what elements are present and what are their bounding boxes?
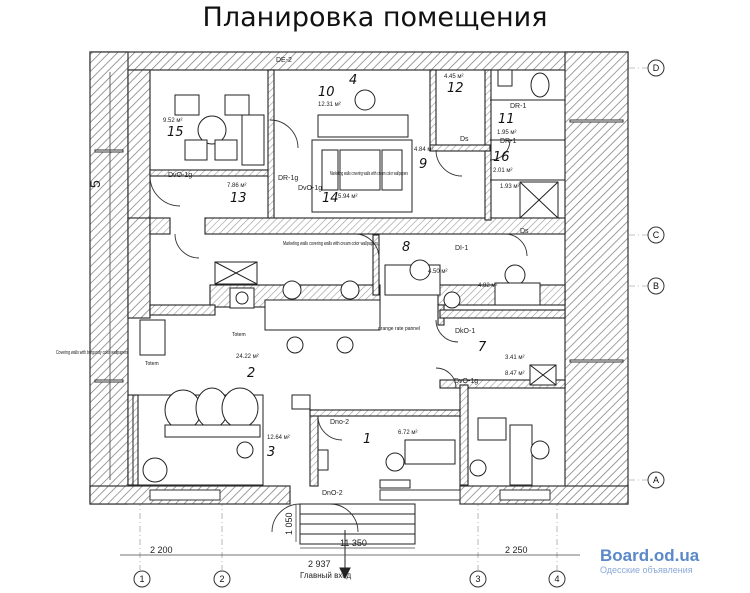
room-9-area: 4.84 м² bbox=[414, 147, 433, 153]
extra-area-2: 4.82 м² bbox=[478, 283, 497, 289]
door-tag: DR-1 bbox=[510, 103, 526, 110]
axis-markers bbox=[133, 59, 665, 588]
room-2-num: 2 bbox=[247, 366, 255, 381]
door-tag: DR-1 bbox=[500, 138, 516, 145]
note-marketing-2: Marketing walls covering walls with crea… bbox=[330, 171, 408, 177]
exterior-walls bbox=[89, 51, 629, 505]
dim-middle: 2 937 bbox=[308, 559, 331, 569]
note-marketing-1: Marketing walls covering walls with crea… bbox=[283, 241, 378, 247]
extra-area-3: 8.47 м² bbox=[505, 371, 524, 377]
door-tag: DvO-1g bbox=[454, 378, 478, 385]
door-tag: DI-1 bbox=[455, 245, 468, 252]
room-14-area: 5.94 м² bbox=[338, 194, 357, 200]
room-13-area: 7.86 м² bbox=[227, 183, 246, 189]
windows bbox=[94, 119, 624, 501]
room-9-num: 9 bbox=[419, 157, 427, 172]
door-tag: Dno-2 bbox=[330, 419, 349, 426]
door-tag: DkO-1 bbox=[455, 328, 475, 335]
axis-label-c: C bbox=[653, 230, 660, 240]
room-16-area: 2.01 м² bbox=[493, 168, 512, 174]
door-tag: DR-1g bbox=[278, 175, 298, 182]
room-11-num: 11 bbox=[498, 112, 515, 127]
note-totem-1: Totem bbox=[232, 332, 246, 338]
room-7-area: 3.41 м² bbox=[505, 355, 524, 361]
plan-notes: Marketing walls covering walls with crea… bbox=[56, 171, 420, 367]
watermark-tagline: Одесские объявления bbox=[600, 565, 693, 575]
plan-title: Планировка помещения bbox=[202, 2, 548, 33]
extra-area-1: 1.93 м² bbox=[500, 184, 519, 190]
room-14-num: 14 bbox=[322, 191, 339, 206]
door-tag: DvO-1g bbox=[168, 172, 192, 179]
dim-side: 5 bbox=[87, 180, 103, 188]
room-15-area: 9.52 м² bbox=[163, 118, 182, 124]
axis-label-3: 3 bbox=[475, 574, 480, 584]
note-totem-2: Totem bbox=[145, 361, 159, 367]
dimension-text: 2 200 2 937 2 250 11 350 1 050 5 Главный… bbox=[87, 180, 528, 580]
room-7-num: 7 bbox=[478, 340, 487, 355]
note-covering: Covering walls with burgundy color wallp… bbox=[56, 350, 128, 356]
dim-right: 2 250 bbox=[505, 545, 528, 555]
axis-labels: 1 2 3 4 D C B A bbox=[139, 63, 659, 584]
room-2-area: 24.22 м² bbox=[236, 354, 259, 360]
door-tag: DvO-1g bbox=[298, 185, 322, 192]
axis-label-2: 2 bbox=[219, 574, 224, 584]
furniture bbox=[139, 69, 557, 489]
entrance-label: Главный вход bbox=[300, 571, 352, 580]
room-8-area: 4.50 м² bbox=[428, 269, 447, 275]
room-4-num: 4 bbox=[349, 73, 357, 88]
door-tag: DE-2 bbox=[276, 57, 292, 64]
door-tags: DE-2 DR-1g DvO-1g DvO-1g DR-1 DR-1 Ds Ds… bbox=[168, 57, 529, 497]
axis-label-b: B bbox=[653, 281, 659, 291]
door-tag: Ds bbox=[460, 136, 469, 143]
axis-label-d: D bbox=[653, 63, 660, 73]
room-10-num: 10 bbox=[318, 85, 335, 100]
room-10-area: 12.31 м² bbox=[318, 102, 341, 108]
room-15-num: 15 bbox=[167, 125, 184, 140]
dim-left: 2 200 bbox=[150, 545, 173, 555]
note-orange-panel: orange rate pannel bbox=[378, 326, 420, 332]
room-8-num: 8 bbox=[402, 240, 410, 255]
door-tag: DnO-2 bbox=[322, 490, 343, 497]
partitions bbox=[132, 99, 565, 486]
axis-label-1: 1 bbox=[139, 574, 144, 584]
axis-label-4: 4 bbox=[554, 574, 559, 584]
room-12-num: 12 bbox=[447, 81, 464, 96]
entrance-porch bbox=[299, 503, 416, 580]
watermark: Board.od.ua Одесские объявления bbox=[600, 546, 699, 575]
room-16-num: 16 bbox=[493, 150, 510, 165]
dimension-lines bbox=[109, 72, 580, 556]
room-3-area: 12.64 м² bbox=[267, 435, 290, 441]
axis-label-a: A bbox=[653, 475, 659, 485]
watermark-site: Board.od.ua bbox=[600, 546, 700, 565]
room-12-area: 4.45 м² bbox=[444, 74, 463, 80]
room-1-area: 6.72 м² bbox=[398, 430, 417, 436]
room-3-num: 3 bbox=[267, 445, 275, 460]
room-11-area: 1.95 м² bbox=[497, 130, 516, 136]
room-labels: 1 2 3 4 7 8 9 10 11 12 13 14 15 16 bbox=[167, 73, 515, 460]
dim-porch: 1 050 bbox=[284, 512, 294, 535]
door-tag: Ds bbox=[520, 228, 529, 235]
room-13-num: 13 bbox=[230, 191, 247, 206]
room-areas: 6.72 м² 24.22 м² 12.64 м² 3.41 м² 4.50 м… bbox=[163, 74, 524, 441]
dim-total: 11 350 bbox=[340, 538, 367, 548]
room-1-num: 1 bbox=[363, 432, 371, 447]
